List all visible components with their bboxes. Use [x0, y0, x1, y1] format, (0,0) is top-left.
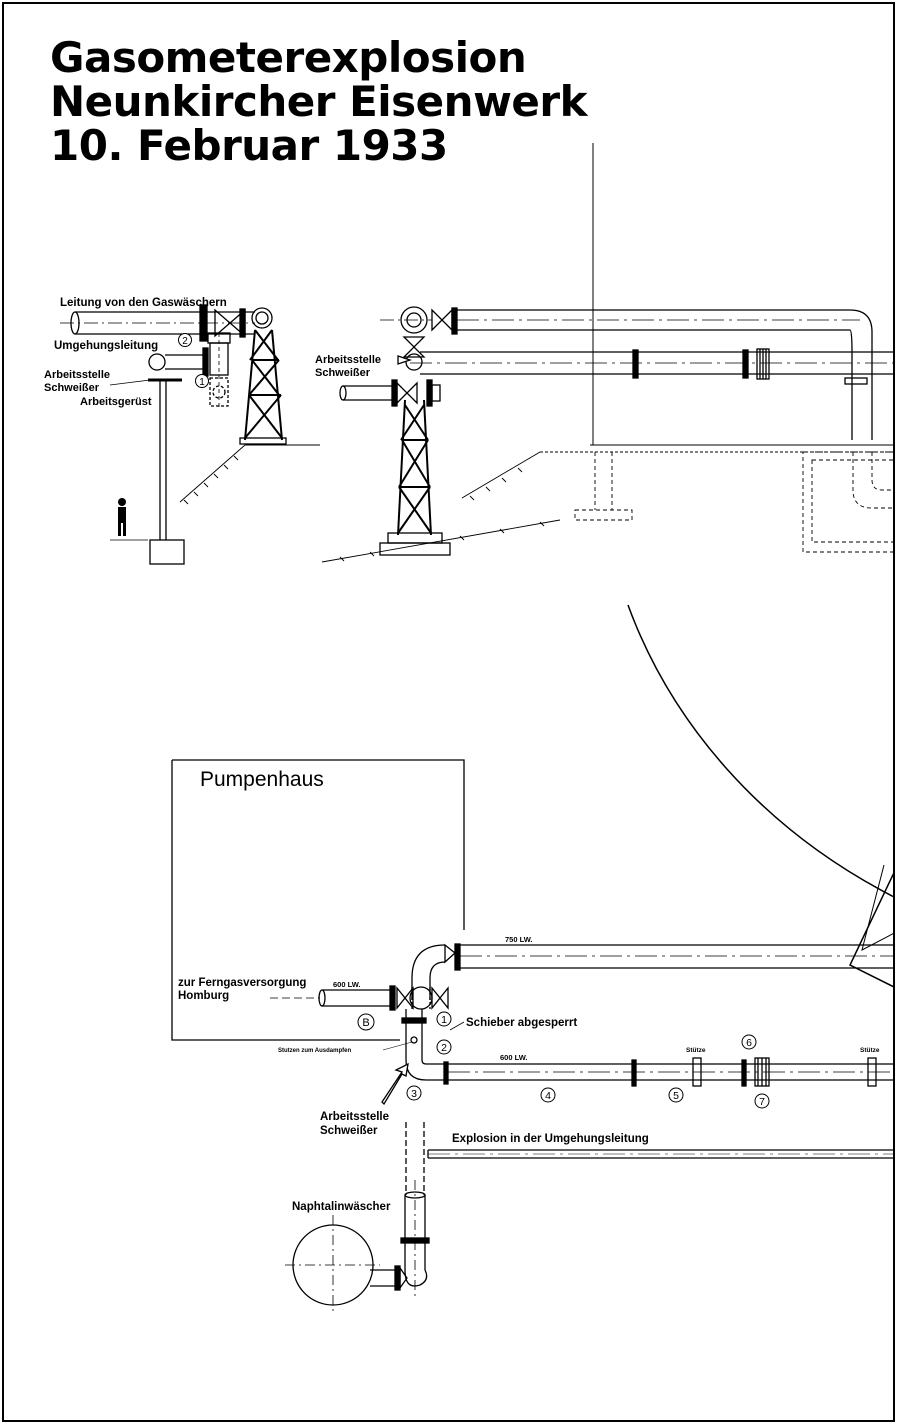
marker-circle-7: [754, 1093, 770, 1109]
elevation-text: Leitung von den Gaswäschern Umgehungslei…: [44, 297, 381, 408]
label-pumpenhaus: Pumpenhaus: [200, 768, 324, 791]
upper-main-pipe: [380, 306, 873, 440]
label-lw-600-a: 600 LW.: [333, 980, 361, 989]
valve-stack: [339, 336, 441, 407]
marker-7: 7: [759, 1096, 765, 1108]
lattice-tower-left: [239, 329, 287, 445]
plan-text: Pumpenhaus zur Ferngasversorgung Homburg…: [178, 768, 880, 1213]
lattice-tower-right: [379, 399, 451, 556]
plan-view: [171, 759, 893, 1315]
pipe-600-homburg: [270, 985, 449, 1011]
label-schieber: Schieber abgesperrt: [466, 1017, 577, 1029]
welding-scaffold: [110, 378, 185, 565]
riser: [401, 1009, 445, 1081]
marker-1: 1: [441, 1014, 447, 1026]
label-arbeitsstelle-2: Schweißer: [320, 1125, 378, 1137]
marker-3: 3: [411, 1088, 417, 1100]
label-arbeitsstelle-1: Arbeitsstelle: [320, 1111, 389, 1123]
marker-1-top: 1: [199, 377, 205, 388]
pipe-750: [411, 943, 893, 1000]
marker-circle-2: [436, 1039, 452, 1055]
label-arbeitsstelle-left-1: Arbeitsstelle: [44, 369, 110, 381]
marker-circle-2-top: [178, 333, 192, 347]
label-arbeitsstelle-right-1: Arbeitsstelle: [315, 354, 381, 366]
marker-B: B: [362, 1017, 369, 1029]
marker-4: 4: [545, 1090, 551, 1102]
marker-6: 6: [746, 1037, 752, 1049]
label-stutzen: Stutzen zum Ausdampfen: [278, 1048, 351, 1054]
ground-slope-right: [321, 444, 893, 563]
elevation-right: [321, 306, 893, 563]
label-lw-600-b: 600 LW.: [500, 1053, 528, 1062]
label-arbeitsgeruest: Arbeitsgerüst: [80, 396, 152, 408]
pipe-600-lower: [443, 1057, 893, 1087]
elevation-left: [60, 143, 594, 565]
label-umgehung: Umgehungsleitung: [54, 340, 158, 352]
label-ferngas-2: Homburg: [178, 990, 229, 1002]
marker-circle-4: [540, 1087, 556, 1103]
bypass-pipe: [148, 332, 231, 410]
marker-2-top: 2: [182, 336, 188, 347]
marker-circle-1: [436, 1011, 452, 1027]
label-naphtalin: Naphtalinwäscher: [292, 1201, 391, 1213]
marker-2: 2: [441, 1042, 447, 1054]
gasometer-arc: [627, 604, 893, 988]
bypass-explosion: [405, 1122, 893, 1195]
label-lw-750: 750 LW.: [505, 935, 533, 944]
pipe-from-gas-washers: [60, 304, 273, 342]
title-line-3: 10. Februar 1933: [50, 121, 448, 170]
label-arbeitsstelle-right-2: Schweißer: [315, 367, 371, 379]
marker-circle-5: [668, 1087, 684, 1103]
label-ferngas-1: zur Ferngasversorgung: [178, 977, 306, 989]
ground-slope-left: [179, 444, 320, 505]
marker-circle-1-top: [195, 374, 209, 388]
label-stuetze-2: Stütze: [860, 1047, 880, 1054]
label-arbeitsstelle-left-2: Schweißer: [44, 382, 100, 394]
label-stuetze-1: Stütze: [686, 1047, 706, 1054]
marker-circle-B: [357, 1013, 375, 1031]
title-line-2: Neunkircher Eisenwerk: [50, 77, 588, 126]
label-explosion: Explosion in der Umgehungsleitung: [452, 1133, 649, 1145]
pump-house-outline: [171, 759, 465, 1041]
person-figure: [118, 498, 126, 536]
title-line-1: Gasometerexplosion: [50, 33, 527, 82]
arrow-work-spot: [381, 1062, 409, 1106]
marker-circle-6: [741, 1034, 757, 1050]
label-leitung: Leitung von den Gaswäschern: [60, 297, 227, 309]
naphtalin-washer: [285, 1180, 430, 1315]
marker-5: 5: [673, 1090, 679, 1102]
marker-circle-3: [406, 1085, 422, 1101]
middle-pipe: [410, 348, 893, 385]
